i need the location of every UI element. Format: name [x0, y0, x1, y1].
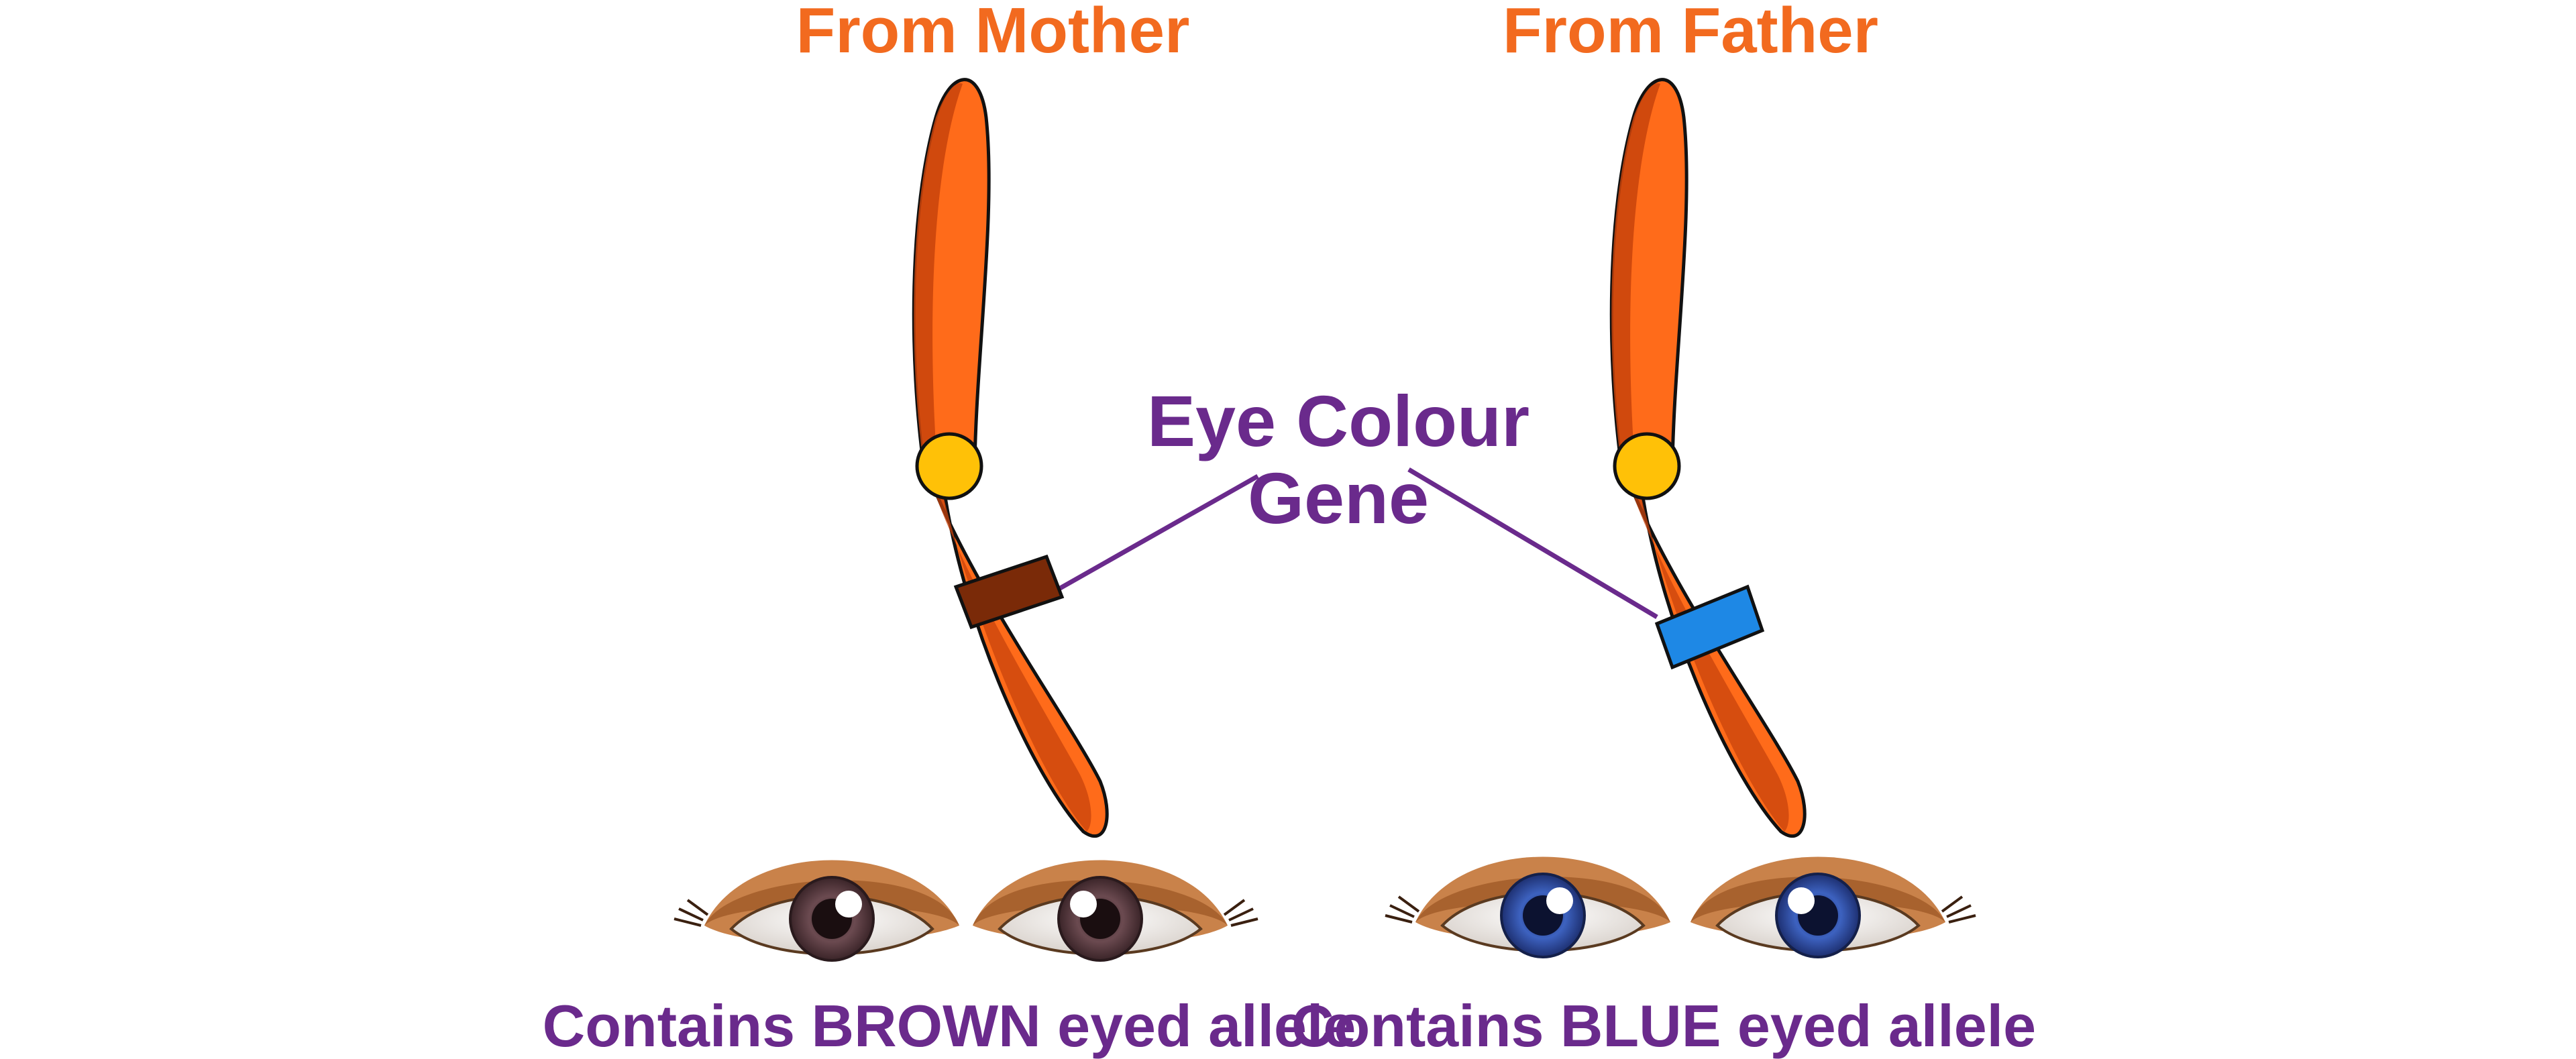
- centromere: [1613, 432, 1681, 500]
- mother-caption: Contains BROWN eyed allele: [543, 993, 1356, 1059]
- mother-title: From Mother: [796, 0, 1190, 66]
- pointer-line-left: [1055, 473, 1259, 593]
- blue-allele-band: [1654, 584, 1765, 670]
- eye-icon: [1385, 855, 1672, 958]
- brown-allele-band: [953, 554, 1065, 630]
- centromere: [915, 432, 983, 500]
- father-caption: Contains BLUE eyed allele: [1291, 993, 2036, 1059]
- eye-icon: [674, 858, 961, 962]
- eye-icon: [971, 858, 1258, 962]
- gene-label-line1: Eye Colour: [1147, 380, 1529, 461]
- chromosome-icon: [914, 80, 1107, 836]
- brown-eyes: [674, 858, 1258, 962]
- pointer-line-right: [1407, 467, 1658, 620]
- blue-eyes: [1385, 855, 1976, 958]
- father-title: From Father: [1503, 0, 1878, 66]
- gene-label-line2: Gene: [1248, 457, 1429, 539]
- eye-icon: [1689, 855, 1976, 958]
- chromosome-icon: [1611, 80, 1805, 836]
